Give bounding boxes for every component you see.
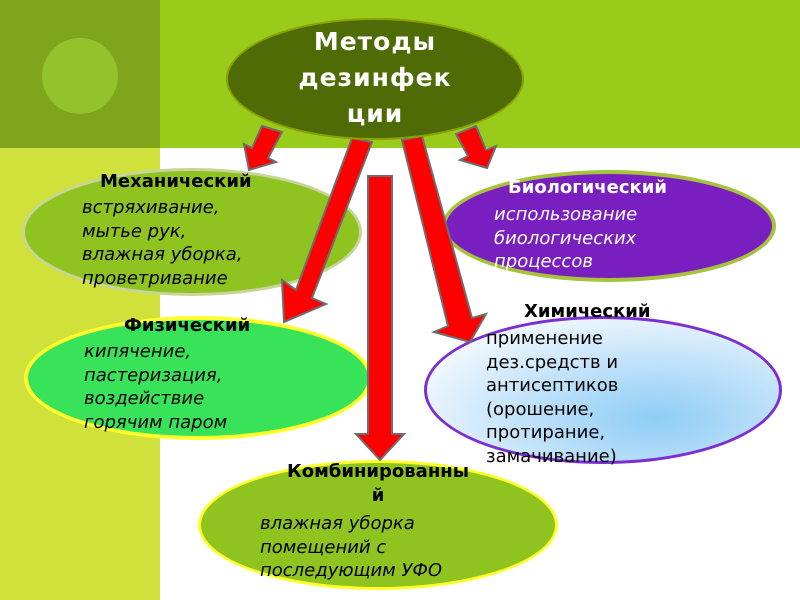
description-line: влажная уборка, <box>82 244 243 265</box>
main-title-line: Методы <box>313 27 437 56</box>
description-line: воздействие <box>84 388 205 409</box>
biological-title: Биологический <box>508 177 667 198</box>
description-line: горячим паром <box>84 411 228 433</box>
description-line: антисептиков <box>486 375 619 396</box>
description-line: дез.средств и <box>486 351 619 373</box>
main-title-line: дезинфек <box>298 63 452 92</box>
description-line: биологических <box>494 227 637 249</box>
arrow-to-chemical <box>400 134 489 344</box>
description-line: помещений с <box>260 536 387 558</box>
combined-title-line: й <box>371 485 385 506</box>
description-line: протирание, <box>486 422 606 443</box>
chemical-oval <box>424 316 782 464</box>
arrow-to-biological <box>454 124 498 170</box>
arrow-to-combined <box>353 175 407 462</box>
biological-oval <box>442 170 776 282</box>
description-line: замачивание) <box>486 445 617 467</box>
chemical-title: Химический <box>524 301 651 322</box>
physical-description: кипячение, пастеризация, воздействие гор… <box>84 340 227 434</box>
arrow-to-mechanical <box>242 124 284 172</box>
physical-title: Физический <box>124 315 251 336</box>
combined-title: Комбинированны й <box>264 460 492 508</box>
combined-title-line: Комбинированны <box>287 461 469 482</box>
description-line: последующим УФО <box>260 560 443 581</box>
description-line: использование <box>494 204 638 225</box>
description-line: влажная уборка <box>260 513 415 534</box>
description-line: встряхивание, <box>82 197 220 218</box>
mechanical-title: Механический <box>100 171 252 192</box>
main-title-line: ции <box>346 99 404 128</box>
description-line: применение <box>486 328 603 349</box>
description-line: кипячение, <box>84 341 192 362</box>
biological-description: использование биологических процессов <box>494 203 637 274</box>
main-title-oval <box>226 18 524 140</box>
main-title: Методы дезинфек ции <box>226 24 524 132</box>
description-line: пастеризация, <box>84 364 223 386</box>
description-line: проветривание <box>82 267 228 289</box>
combined-description: влажная уборка помещений с последующим У… <box>260 512 442 583</box>
background-circle-decoration <box>42 38 118 114</box>
combined-oval <box>198 460 558 590</box>
physical-oval <box>24 316 372 440</box>
description-line: мытье рук, <box>82 220 187 242</box>
arrow-to-physical <box>280 136 374 324</box>
description-line: процессов <box>494 251 593 272</box>
description-line: (орошение, <box>486 398 595 420</box>
mechanical-description: встряхивание, мытье рук, влажная уборка,… <box>82 196 243 290</box>
chemical-description: применение дез.средств и антисептиков (о… <box>486 327 618 468</box>
